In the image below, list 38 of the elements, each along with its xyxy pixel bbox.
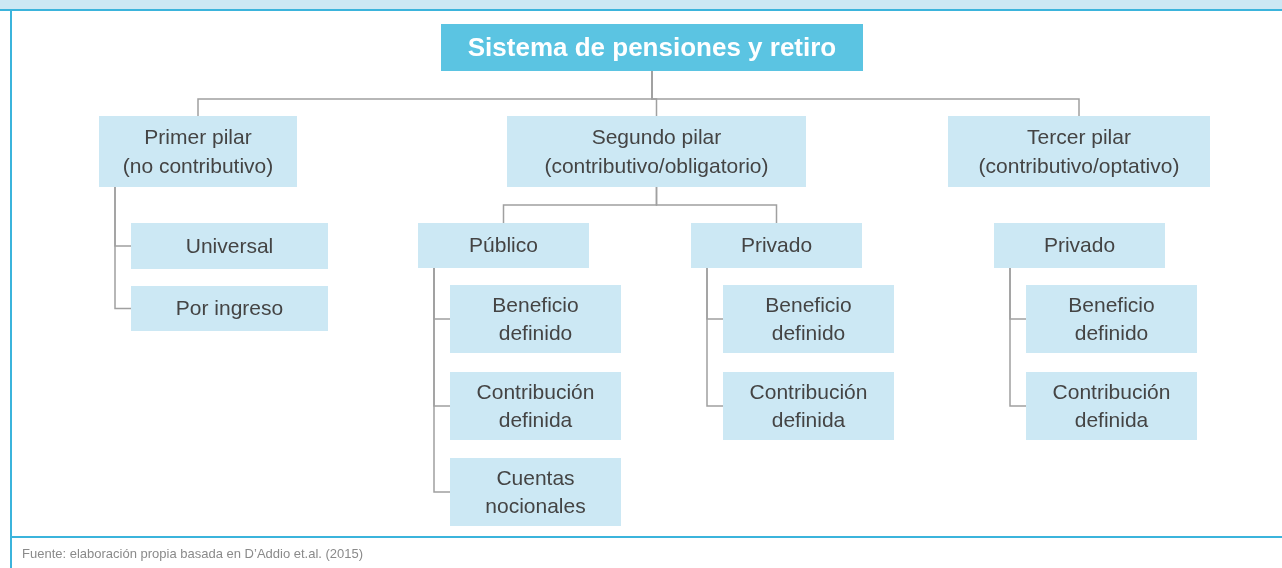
connector-line	[114, 186, 132, 310]
category-box	[507, 116, 806, 187]
category-box	[131, 223, 328, 269]
node-label: Público	[469, 232, 538, 259]
node-label: Contribución definida	[1051, 378, 1172, 433]
node-label: Beneficio definido	[764, 291, 853, 346]
source-caption: Fuente: elaboración propia basada en D’Addio et.al. (2015)	[22, 546, 364, 561]
node-label: Por ingreso	[175, 295, 284, 322]
category-box	[948, 116, 1210, 187]
node-label: Contribución definida	[748, 378, 869, 433]
connector-line	[1009, 267, 1027, 407]
connector-line	[706, 267, 724, 407]
category-box	[723, 285, 894, 353]
node-label: Tercer pilar (contributivo/optativo)	[977, 124, 1181, 179]
node-label: Cuentas nocionales	[484, 464, 587, 519]
category-box	[1026, 285, 1197, 353]
node-label: Universal	[185, 232, 274, 259]
root-box	[441, 24, 863, 71]
category-box	[994, 223, 1165, 268]
category-box	[691, 223, 862, 268]
category-box	[723, 372, 894, 440]
category-box	[418, 223, 589, 268]
node-label: Privado	[1043, 232, 1116, 259]
connector-line	[655, 186, 778, 224]
category-box	[131, 286, 328, 331]
node-label: Beneficio definido	[1067, 291, 1156, 346]
node-label: Sistema de pensiones y retiro	[467, 30, 837, 64]
category-box	[450, 458, 621, 526]
connector-line	[433, 267, 451, 493]
category-box	[99, 116, 297, 187]
node-label: Segundo pilar (contributivo/obligatorio)	[543, 124, 770, 179]
category-box	[450, 285, 621, 353]
category-box	[450, 372, 621, 440]
node-label: Beneficio definido	[491, 291, 580, 346]
category-box	[1026, 372, 1197, 440]
node-label: Privado	[740, 232, 813, 259]
node-label: Primer pilar (no contributivo)	[121, 124, 275, 179]
node-label: Contribución definida	[475, 378, 596, 433]
